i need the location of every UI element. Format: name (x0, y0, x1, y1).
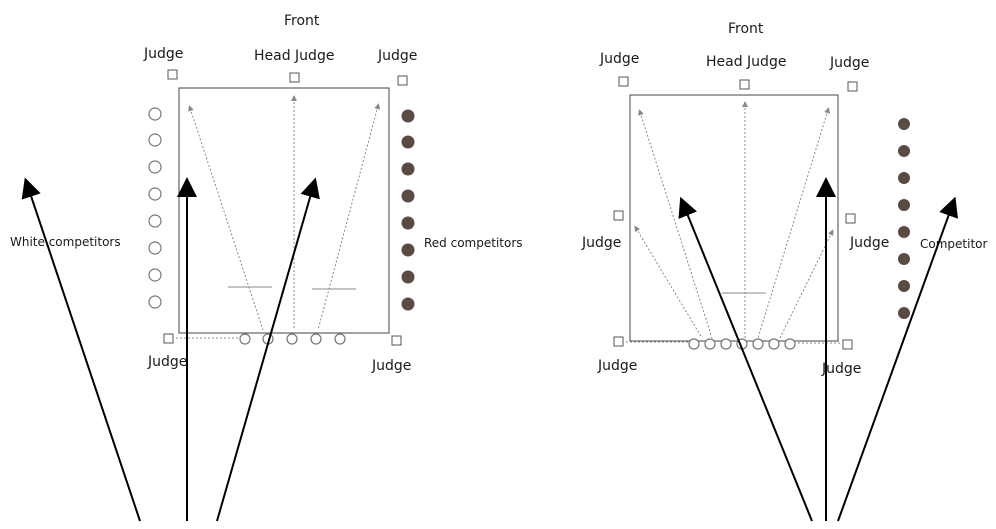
lineup-competitor (752, 338, 764, 350)
white-competitor (148, 133, 162, 147)
right-front-label: Front (728, 21, 764, 37)
right-judge-bottom-right-label: Judge (821, 361, 861, 377)
lineup-competitor (688, 338, 700, 350)
right-judge-top-left-marker (618, 76, 629, 87)
white-competitor (148, 160, 162, 174)
competitor (898, 226, 910, 238)
competitor (898, 253, 910, 265)
white-competitor (148, 187, 162, 201)
left-head-judge-label: Head Judge (254, 48, 334, 64)
competitor (898, 199, 910, 211)
red-competitor (401, 109, 415, 123)
competitor-label: Competitor (920, 237, 987, 251)
white-competitor (148, 214, 162, 228)
competitor (898, 280, 910, 292)
right-judge-top-left-label: Judge (599, 51, 639, 67)
lineup-competitor (286, 333, 298, 345)
left-judge-top-left-marker (167, 69, 178, 80)
right-judge-top-right-marker (847, 81, 858, 92)
left-judge-bottom-left-label: Judge (147, 354, 187, 370)
competitor (898, 172, 910, 184)
red-competitor (401, 162, 415, 176)
right-judge-mid-left-marker (613, 210, 624, 221)
lineup-competitor (310, 333, 322, 345)
red-competitor (401, 135, 415, 149)
left-judge-bottom-right-label: Judge (371, 358, 411, 374)
right-diagram: Front Judge Head Judge Judge Judge Judge (581, 21, 987, 522)
right-judge-bottom-left-marker (613, 336, 624, 347)
left-judge-top-left-label: Judge (143, 46, 183, 62)
right-callout-arrow-1 (678, 196, 813, 522)
right-judge-mid-right-marker (845, 213, 856, 224)
right-path-line-5 (779, 229, 834, 339)
left-head-judge-marker (289, 72, 300, 83)
right-competition-area (629, 94, 839, 342)
right-competitors (898, 118, 910, 319)
white-competitor (148, 295, 162, 309)
white-competitor (148, 241, 162, 255)
left-path-line-1 (188, 105, 264, 331)
right-judge-mid-right-label: Judge (849, 235, 889, 251)
left-diagram: Front Judge Head Judge Judge (10, 13, 523, 522)
red-competitor (401, 189, 415, 203)
competitor (898, 118, 910, 130)
right-judge-bottom-left-label: Judge (597, 358, 637, 374)
lineup-competitor (720, 338, 732, 350)
red-competitor (401, 297, 415, 311)
right-path-line-2 (634, 225, 703, 339)
lineup-competitor (334, 333, 346, 345)
left-judge-top-right-marker (397, 75, 408, 86)
left-judge-bottom-left-marker (163, 333, 174, 344)
left-competition-area (178, 87, 390, 334)
right-head-judge-marker (739, 79, 750, 90)
lineup-competitor (704, 338, 716, 350)
right-head-judge-label: Head Judge (706, 54, 786, 70)
white-competitor (148, 107, 162, 121)
lineup-competitor (239, 333, 251, 345)
lineup-competitor (784, 338, 796, 350)
right-judge-top-right-label: Judge (829, 55, 869, 71)
left-path-line-3 (317, 103, 381, 331)
left-judge-bottom-right-marker (391, 335, 402, 346)
red-competitors-label: Red competitors (424, 236, 523, 250)
left-red-competitors (401, 109, 415, 311)
left-callout-arrow-1 (21, 177, 141, 522)
competitor (898, 307, 910, 319)
right-path-line-4 (757, 107, 830, 339)
red-competitor (401, 243, 415, 257)
red-competitor (401, 270, 415, 284)
left-callout-arrow-3 (216, 177, 320, 522)
lineup-competitor (768, 338, 780, 350)
right-callout-arrow-3 (837, 196, 959, 522)
left-front-label: Front (284, 13, 320, 29)
right-path-line-1 (638, 109, 713, 339)
right-judge-bottom-right-marker (842, 339, 853, 350)
left-judge-top-right-label: Judge (377, 48, 417, 64)
white-competitors-label: White competitors (10, 235, 121, 249)
competitor (898, 145, 910, 157)
right-judge-mid-left-label: Judge (581, 235, 621, 251)
white-competitor (148, 268, 162, 282)
red-competitor (401, 216, 415, 230)
